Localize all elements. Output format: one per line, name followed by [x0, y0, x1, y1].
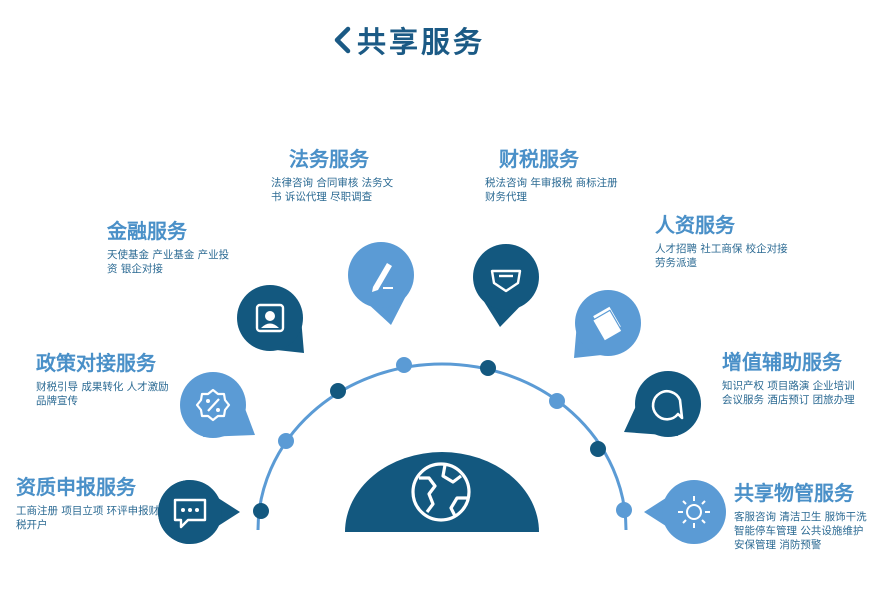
service-finance[interactable]: 金融服务 天使基金 产业基金 产业投资 银企对接 [107, 218, 235, 276]
service-property[interactable]: 共享物管服务 客服咨询 清洁卫生 服饰干洗 智能停车管理 公共设施维护 安保管理… [734, 480, 876, 552]
service-desc: 法律咨询 合同审核 法务文书 诉讼代理 尽职调查 [271, 177, 394, 203]
service-name: 人资服务 [655, 213, 735, 237]
pin-policy [180, 372, 255, 438]
speech-bubble-icon [651, 390, 684, 421]
badge-percent-icon [195, 388, 231, 422]
arc-dot [590, 441, 606, 457]
service-legal[interactable]: 法务服务 法律咨询 合同审核 法务文书 诉讼代理 尽职调查 [271, 146, 399, 204]
arc-dot [396, 357, 412, 373]
service-name: 金融服务 [107, 219, 187, 243]
arc-dot [616, 502, 632, 518]
service-name: 政策对接服务 [36, 351, 156, 375]
page-header: 共享服务 [331, 20, 485, 60]
arc-dot [330, 383, 346, 399]
arc-dot [278, 433, 294, 449]
service-hr[interactable]: 人资服务 人才招聘 社工商保 校企对接 劳务派遣 [655, 212, 795, 270]
service-desc: 税法咨询 年审报税 商标注册 财务代理 [485, 177, 618, 203]
service-desc: 知识产权 项目路演 企业培训 会议服务 酒店预订 团旅办理 [722, 380, 855, 406]
pen-icon [372, 263, 393, 292]
arc-dot [480, 360, 496, 376]
service-desc: 工商注册 项目立项 环评申报财税开户 [16, 505, 160, 531]
service-desc: 人才招聘 社工商保 校企对接 劳务派遣 [655, 243, 788, 269]
service-policy[interactable]: 政策对接服务 财税引导 成果转化 人才激励 品牌宣传 [36, 350, 178, 408]
arc-dot [253, 503, 269, 519]
service-desc: 天使基金 产业基金 产业投资 银企对接 [107, 249, 230, 275]
service-name: 共享物管服务 [734, 481, 854, 505]
service-name: 增值辅助服务 [722, 350, 842, 374]
sun-icon [678, 496, 710, 528]
pin-finance [237, 285, 304, 353]
pin-property [644, 480, 726, 544]
service-value-added[interactable]: 增值辅助服务 知识产权 项目路演 企业培训 会议服务 酒店预订 团旅办理 [722, 349, 862, 407]
documents-icon [591, 305, 623, 342]
tag-icon [490, 269, 522, 293]
service-qualification[interactable]: 资质申报服务 工商注册 项目立项 环评申报财税开户 [16, 474, 161, 532]
service-name: 财税服务 [499, 147, 579, 171]
id-card-icon [255, 303, 285, 333]
service-name: 法务服务 [289, 147, 369, 171]
center-dome [345, 452, 539, 532]
pin-qualification [158, 480, 240, 544]
pin-value-added [624, 371, 701, 437]
service-tax[interactable]: 财税服务 税法咨询 年审报税 商标注册 财务代理 [485, 146, 623, 204]
back-chevron-icon[interactable] [331, 25, 353, 55]
page-title: 共享服务 [357, 25, 486, 59]
arc-dot [549, 393, 565, 409]
pin-hr [574, 290, 641, 358]
pin-tax [473, 244, 539, 327]
pin-legal [348, 242, 414, 325]
chat-icon [173, 498, 207, 529]
service-desc: 财税引导 成果转化 人才激励 品牌宣传 [36, 381, 169, 407]
globe-icon [411, 462, 471, 522]
service-desc: 客服咨询 清洁卫生 服饰干洗 智能停车管理 公共设施维护 安保管理 消防预警 [734, 511, 867, 551]
service-name: 资质申报服务 [16, 475, 136, 499]
